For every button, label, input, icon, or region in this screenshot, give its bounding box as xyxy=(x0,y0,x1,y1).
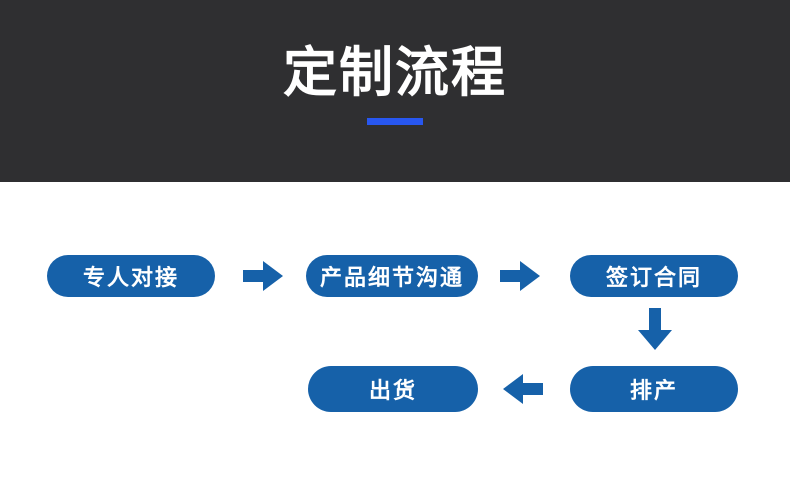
flow-node-sign-contract: 签订合同 xyxy=(570,255,738,297)
flow-node-label: 产品细节沟通 xyxy=(319,265,464,290)
page-title: 定制流程 xyxy=(283,43,507,103)
title-underline xyxy=(367,118,423,125)
flow-node-label: 签订合同 xyxy=(605,265,702,290)
flow-node-label: 专人对接 xyxy=(82,265,179,290)
flow-node-shipment: 出货 xyxy=(308,366,478,412)
flow-node-label: 出货 xyxy=(368,378,417,403)
flow-node-label: 排产 xyxy=(629,378,678,403)
arrow-right-icon xyxy=(243,261,283,291)
arrow-right-icon xyxy=(500,261,540,291)
flow-node-dedicated-contact: 专人对接 xyxy=(47,255,215,297)
flow-node-product-detail-communication: 产品细节沟通 xyxy=(306,255,478,297)
arrow-down-icon xyxy=(638,308,672,350)
flow-node-production-scheduling: 排产 xyxy=(570,366,738,412)
header-banner: 定制流程 xyxy=(0,0,790,182)
arrow-left-icon xyxy=(503,374,543,404)
